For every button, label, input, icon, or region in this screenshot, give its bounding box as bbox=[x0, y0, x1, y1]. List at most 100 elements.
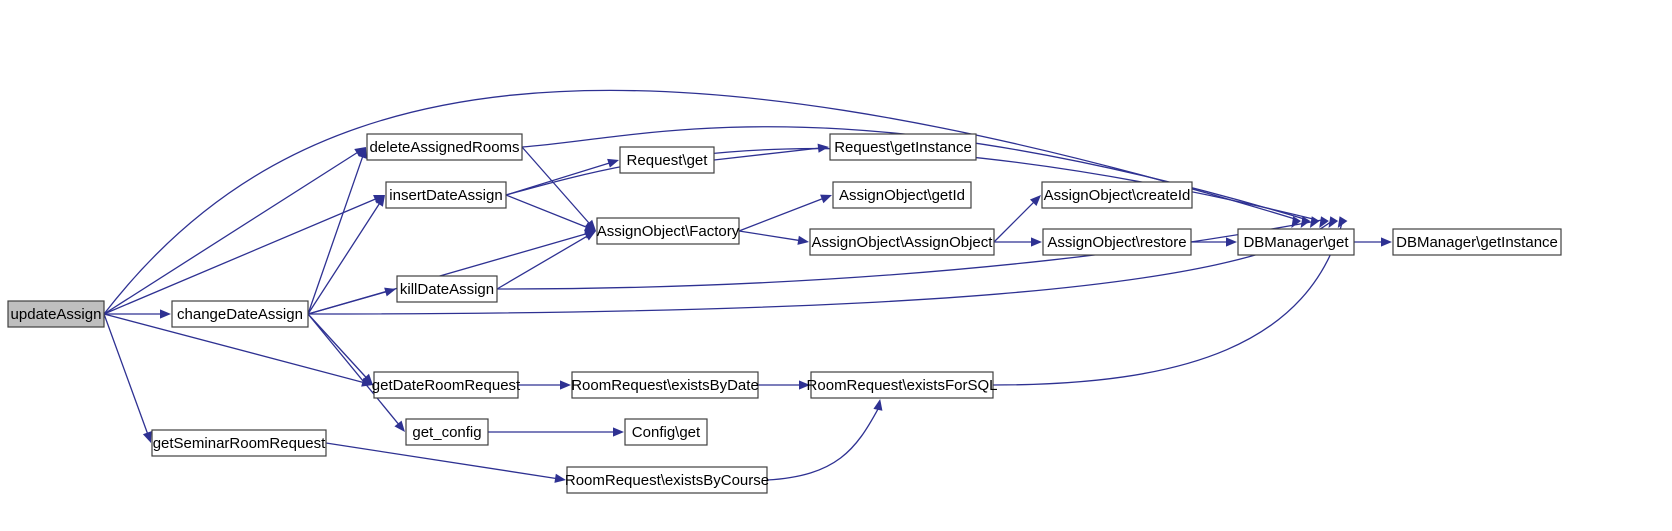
node-box[interactable] bbox=[396, 275, 498, 303]
edge-line bbox=[993, 201, 1035, 243]
node-box[interactable] bbox=[151, 429, 327, 457]
graph-node-configget[interactable]: Config\get bbox=[624, 418, 708, 446]
call-edge bbox=[758, 380, 810, 390]
node-box[interactable] bbox=[405, 418, 489, 446]
node-label: RoomRequest\existsByCourse bbox=[565, 472, 769, 489]
graph-node-assignobjectcreateid[interactable]: AssignObject\createId bbox=[1041, 181, 1193, 209]
edge-line bbox=[103, 313, 364, 384]
node-label: insertDateAssign bbox=[389, 187, 502, 204]
node-box[interactable] bbox=[624, 418, 708, 446]
graph-node-get_config[interactable]: get_config bbox=[405, 418, 489, 446]
node-box[interactable] bbox=[596, 217, 740, 245]
graph-node-insertdateassign[interactable]: insertDateAssign bbox=[385, 181, 507, 209]
edge-arrowhead bbox=[358, 147, 367, 159]
node-box[interactable] bbox=[810, 371, 994, 399]
graph-node-roomrequestexistsbydate[interactable]: RoomRequest\existsByDate bbox=[571, 371, 759, 399]
node-box[interactable] bbox=[373, 371, 519, 399]
node-box[interactable] bbox=[1041, 181, 1193, 209]
edge-line bbox=[738, 198, 823, 232]
node-box[interactable] bbox=[566, 466, 768, 494]
graph-node-requestget[interactable]: Request\get bbox=[619, 146, 715, 174]
graph-node-deleteassignedrooms[interactable]: deleteAssignedRooms bbox=[366, 133, 523, 161]
node-layer: updateAssign changeDateAssign getSeminarRo… bbox=[7, 133, 1562, 494]
node-box[interactable] bbox=[829, 133, 977, 161]
node-label: getSeminarRoomRequest bbox=[153, 435, 326, 452]
edge-line bbox=[505, 147, 1316, 221]
call-edge bbox=[505, 194, 596, 232]
call-edge bbox=[994, 237, 1042, 247]
edge-arrowhead bbox=[160, 309, 171, 319]
node-box[interactable] bbox=[832, 181, 972, 209]
edge-arrowhead bbox=[585, 219, 596, 231]
edge-arrowhead bbox=[584, 231, 596, 241]
graph-node-getseminarroomrequest[interactable]: getSeminarRoomRequest bbox=[151, 429, 327, 457]
graph-node-dbmanagerget[interactable]: DBManager\get bbox=[1237, 228, 1355, 256]
call-edge bbox=[496, 231, 596, 290]
call-edge bbox=[505, 147, 1320, 228]
node-label: Config\get bbox=[632, 424, 701, 441]
node-label: updateAssign bbox=[11, 306, 102, 323]
node-label: killDateAssign bbox=[400, 281, 494, 298]
node-box[interactable] bbox=[1392, 228, 1562, 256]
edge-arrowhead bbox=[820, 194, 832, 204]
call-edge bbox=[518, 380, 571, 390]
edge-line bbox=[992, 219, 1344, 386]
call-edge bbox=[307, 195, 385, 315]
graph-node-getdateroomrequest[interactable]: getDateRoomRequest bbox=[372, 371, 521, 399]
call-edge bbox=[307, 147, 367, 315]
graph-node-requestgetinstance[interactable]: Request\getInstance bbox=[829, 133, 977, 161]
graph-node-assignobjectgetid[interactable]: AssignObject\getId bbox=[832, 181, 972, 209]
call-edge bbox=[738, 194, 832, 232]
node-box[interactable] bbox=[171, 300, 309, 328]
edge-line bbox=[103, 151, 358, 315]
call-edge bbox=[103, 147, 366, 315]
edge-arrowhead bbox=[1309, 216, 1320, 228]
call-edge bbox=[1191, 237, 1237, 247]
graph-node-dbmanagergetinstance[interactable]: DBManager\getInstance bbox=[1392, 228, 1562, 256]
call-edge bbox=[521, 146, 596, 231]
edge-arrowhead bbox=[607, 158, 619, 168]
node-label: AssignObject\restore bbox=[1047, 234, 1186, 251]
node-label: Request\get bbox=[627, 152, 709, 169]
edge-arrowhead bbox=[1031, 237, 1042, 247]
node-box[interactable] bbox=[7, 300, 105, 328]
call-edge bbox=[505, 158, 619, 196]
node-box[interactable] bbox=[1237, 228, 1355, 256]
node-label: getDateRoomRequest bbox=[372, 377, 521, 394]
node-box[interactable] bbox=[385, 181, 507, 209]
node-box[interactable] bbox=[619, 146, 715, 174]
edge-arrowhead bbox=[354, 147, 366, 157]
call-edge bbox=[992, 216, 1348, 386]
graph-node-assignobjectfactory[interactable]: AssignObject\Factory bbox=[596, 217, 740, 245]
edge-arrowhead bbox=[1381, 237, 1392, 247]
edge-line bbox=[307, 313, 400, 425]
call-edge bbox=[993, 195, 1041, 243]
edge-arrowhead bbox=[142, 431, 152, 443]
graph-node-killdateassign[interactable]: killDateAssign bbox=[396, 275, 498, 303]
node-label: AssignObject\AssignObject bbox=[812, 234, 994, 251]
node-box[interactable] bbox=[809, 228, 995, 256]
node-label: RoomRequest\existsForSQL bbox=[807, 377, 998, 394]
graph-node-changedateassign[interactable]: changeDateAssign bbox=[171, 300, 309, 328]
edge-arrowhead bbox=[1226, 237, 1237, 247]
node-label: DBManager\get bbox=[1243, 234, 1349, 251]
graph-node-assignobjectassignobject[interactable]: AssignObject\AssignObject bbox=[809, 228, 995, 256]
graph-node-roomrequestexistsforsql[interactable]: RoomRequest\existsForSQL bbox=[807, 371, 998, 399]
edge-line bbox=[521, 146, 590, 224]
node-box[interactable] bbox=[571, 371, 759, 399]
node-label: RoomRequest\existsByDate bbox=[571, 377, 759, 394]
edge-line bbox=[307, 233, 587, 315]
graph-node-roomrequestexistsbycourse[interactable]: RoomRequest\existsByCourse bbox=[565, 466, 769, 494]
edge-arrowhead bbox=[375, 195, 385, 207]
edge-line bbox=[496, 235, 588, 290]
call-edge bbox=[1354, 237, 1392, 247]
call-edge bbox=[488, 427, 624, 437]
graph-node-assignobjectrestore[interactable]: AssignObject\restore bbox=[1042, 228, 1192, 256]
edge-arrowhead bbox=[1029, 195, 1041, 207]
node-box[interactable] bbox=[366, 133, 523, 161]
graph-node-updateassign[interactable]: updateAssign bbox=[7, 300, 105, 328]
node-box[interactable] bbox=[1042, 228, 1192, 256]
edge-arrowhead bbox=[1328, 216, 1339, 228]
